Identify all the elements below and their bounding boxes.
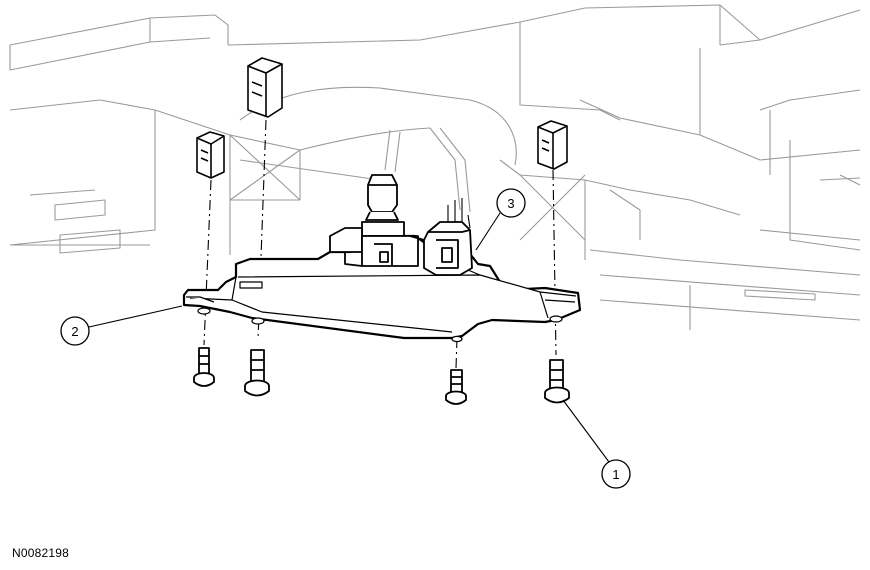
callout-3: 3 — [496, 188, 526, 218]
callout-1-label: 1 — [612, 467, 619, 482]
screws — [193, 347, 570, 405]
wiring-harness — [447, 198, 471, 229]
mounting-tab-left — [196, 131, 225, 179]
screw — [445, 369, 467, 405]
background-structure — [9, 4, 861, 330]
leader-lines — [88, 212, 610, 463]
screw — [544, 359, 570, 404]
module-turret — [329, 174, 419, 267]
screw — [244, 349, 270, 397]
callout-2-label: 2 — [71, 324, 78, 339]
callout-2: 2 — [60, 316, 90, 346]
electrical-connector — [409, 221, 473, 276]
callout-3-label: 3 — [507, 196, 514, 211]
figure-id-label: N0082198 — [12, 546, 69, 560]
callout-1: 1 — [601, 459, 631, 489]
mounting-tab-center-left — [247, 57, 283, 118]
mounting-tabs — [196, 57, 568, 179]
mounting-tab-right — [537, 120, 568, 170]
screw — [193, 347, 215, 387]
module-housing — [182, 234, 582, 343]
